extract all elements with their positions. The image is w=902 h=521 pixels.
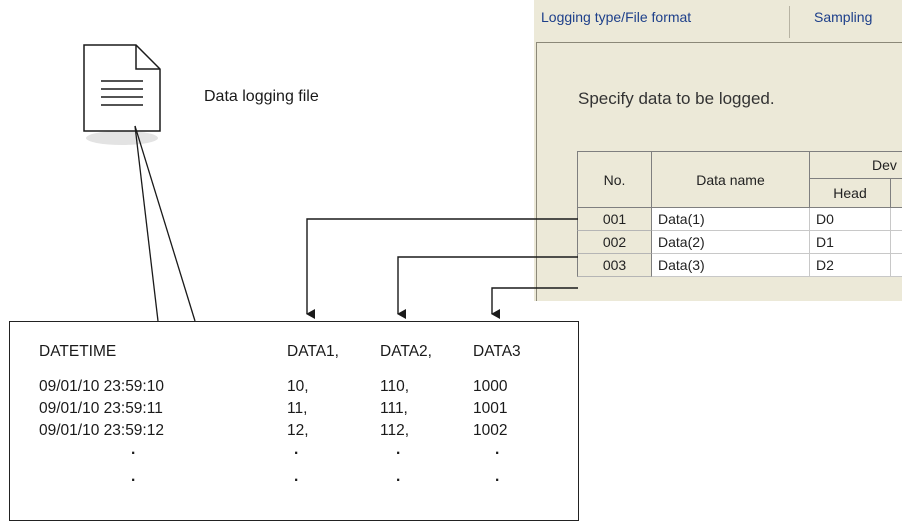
continuation-dot: · xyxy=(294,445,300,462)
continuation-dot: · xyxy=(131,472,137,489)
connector-arrow xyxy=(397,256,578,319)
head-device-cell[interactable]: D1 xyxy=(810,231,891,254)
row-number: 003 xyxy=(577,254,652,277)
csv-cell-data3: 1000 xyxy=(473,378,508,395)
tab-panel xyxy=(536,42,902,301)
csv-cell-datetime: 09/01/10 23:59:12 xyxy=(39,422,164,439)
continuation-dot: · xyxy=(495,445,501,462)
document-icon xyxy=(83,44,161,145)
callout-line xyxy=(134,125,196,322)
callout-line xyxy=(134,125,159,322)
instruction-text: Specify data to be logged. xyxy=(578,89,775,108)
csv-header-data3: DATA3 xyxy=(473,343,521,360)
continuation-dot: · xyxy=(495,472,501,489)
csv-content-box: DATETIME DATA1, DATA2, DATA3 09/01/10 23… xyxy=(9,321,579,521)
csv-cell-data1: 11, xyxy=(287,400,308,417)
connector-arrow xyxy=(306,218,578,319)
csv-cell-data2: 110, xyxy=(380,378,410,395)
device-cell[interactable] xyxy=(891,208,902,231)
logging-settings-dialog: Logging type/File format Sampling Specif… xyxy=(534,0,902,301)
continuation-dot: · xyxy=(131,445,137,462)
csv-cell-data3: 1001 xyxy=(473,400,508,417)
csv-cell-data3: 1002 xyxy=(473,422,508,439)
col-header-device: Dev xyxy=(810,151,902,179)
csv-header-datetime: DATETIME xyxy=(39,343,117,360)
col-header-no: No. xyxy=(577,151,652,208)
csv-cell-data2: 111, xyxy=(380,400,408,417)
csv-cell-datetime: 09/01/10 23:59:11 xyxy=(39,400,163,417)
row-number: 001 xyxy=(577,208,652,231)
row-number: 002 xyxy=(577,231,652,254)
data-table: No. Data name Dev Head 001 Data(1) D0 00… xyxy=(577,151,902,301)
continuation-dot: · xyxy=(396,445,402,462)
continuation-dot: · xyxy=(294,472,300,489)
diagram-overlay xyxy=(83,44,578,322)
data-name-cell[interactable]: Data(2) xyxy=(652,231,810,254)
col-header-head: Head xyxy=(810,179,891,208)
csv-cell-datetime: 09/01/10 23:59:10 xyxy=(39,378,164,395)
head-device-cell[interactable]: D0 xyxy=(810,208,891,231)
csv-cell-data1: 12, xyxy=(287,422,309,439)
csv-cell-data2: 112, xyxy=(380,422,410,439)
csv-header-data2: DATA2, xyxy=(380,343,432,360)
data-name-cell[interactable]: Data(3) xyxy=(652,254,810,277)
csv-cell-data1: 10, xyxy=(287,378,309,395)
head-device-cell[interactable]: D2 xyxy=(810,254,891,277)
tab-logging-type[interactable]: Logging type/File format xyxy=(541,9,692,25)
tab-separator xyxy=(789,6,790,38)
continuation-dot: · xyxy=(396,472,402,489)
device-cell[interactable] xyxy=(891,231,902,254)
col-header-next xyxy=(891,179,902,208)
device-cell[interactable] xyxy=(891,254,902,277)
data-name-cell[interactable]: Data(1) xyxy=(652,208,810,231)
col-header-data-name: Data name xyxy=(652,151,810,208)
connector-arrow xyxy=(491,287,578,319)
csv-header-data1: DATA1, xyxy=(287,343,339,360)
tab-sampling[interactable]: Sampling xyxy=(814,9,873,25)
file-label: Data logging file xyxy=(204,88,319,105)
